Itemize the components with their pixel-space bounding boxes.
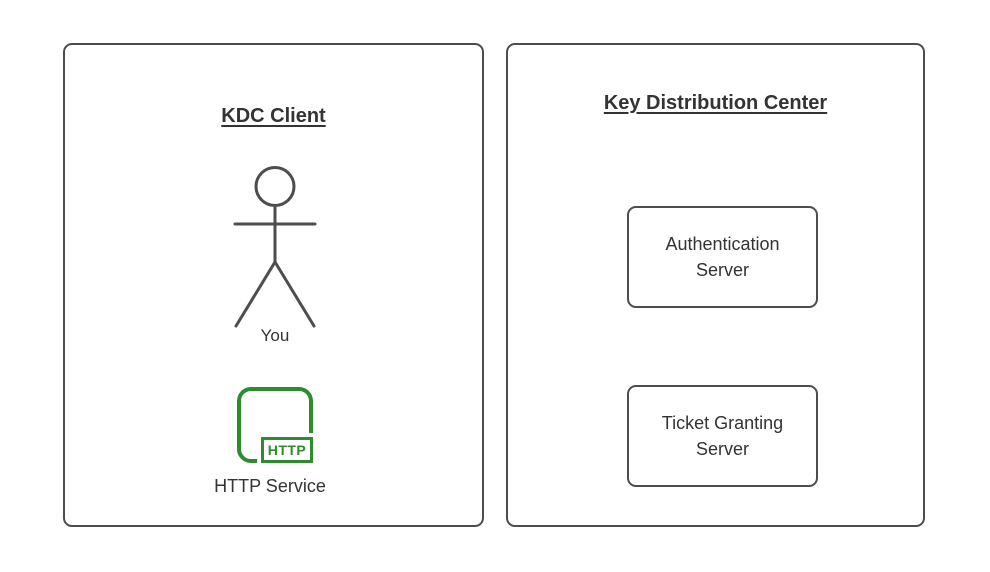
person-left-leg — [234, 260, 277, 328]
ticket-granting-server-label: Ticket Granting Server — [661, 413, 784, 459]
kdc-panel: Key Distribution Center Authentication S… — [506, 43, 925, 527]
http-badge: HTTP — [261, 437, 313, 463]
http-service-icon: HTTP — [237, 387, 313, 463]
kdc-client-panel-title: KDC Client — [221, 105, 326, 127]
person-head — [254, 166, 296, 207]
authentication-server-node: Authentication Server — [627, 206, 818, 308]
actor-label: You — [260, 326, 290, 345]
http-badge-text: HTTP — [267, 442, 307, 458]
person-right-leg — [273, 260, 316, 328]
kdc-client-panel: KDC Client You HTTP HTTP Service — [63, 43, 484, 527]
http-service-label: HTTP Service — [214, 476, 326, 496]
authentication-server-label: Authentication Server — [665, 234, 780, 280]
ticket-granting-server-node: Ticket Granting Server — [627, 385, 818, 487]
person-icon — [233, 166, 317, 328]
kdc-panel-title: Key Distribution Center — [603, 92, 828, 114]
